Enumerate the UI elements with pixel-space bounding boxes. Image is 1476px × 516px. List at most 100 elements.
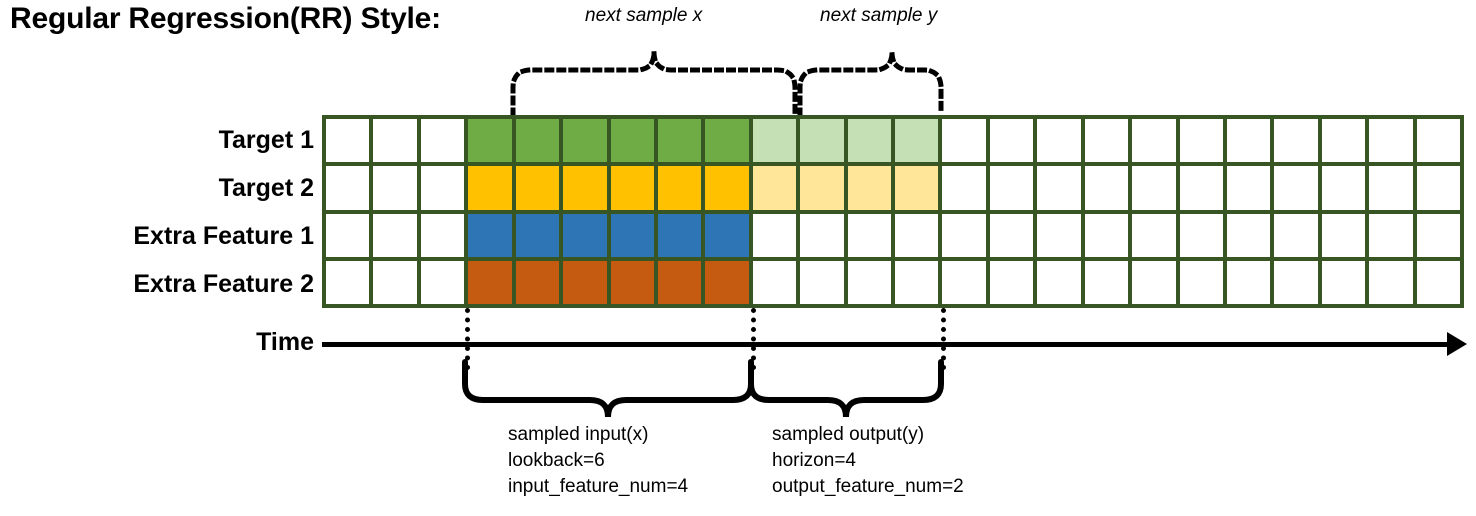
connector-input-end [751, 308, 756, 370]
brace-next-sample-x [510, 51, 798, 118]
grid-cell-extra-feature-1-21-empty [1321, 213, 1366, 257]
grid-cell-extra-feature-1-5-input [563, 213, 607, 257]
grid-cell-extra-feature-2-21-empty [1321, 260, 1366, 304]
grid-cell-extra-feature-2-6-input [610, 260, 654, 304]
grid-cell-extra-feature-1-6-input [610, 213, 654, 257]
grid-cell-extra-feature-1-20-empty [1274, 213, 1318, 257]
grid-row-extra-feature-2 [326, 260, 1461, 304]
grid-cell-extra-feature-2-13-empty [942, 260, 986, 304]
grid-cell-extra-feature-1-14-empty [989, 213, 1034, 257]
grid-cell-target-2-7-input [657, 166, 702, 210]
time-axis-line [322, 342, 1453, 347]
grid-cell-extra-feature-1-15-empty [1037, 213, 1081, 257]
grid-cell-target-1-19-empty [1227, 119, 1271, 163]
grid-cell-target-1-7-input [657, 119, 702, 163]
grid-cell-target-1-5-input [563, 119, 607, 163]
grid-cell-extra-feature-2-4-input [515, 260, 560, 304]
grid-cell-target-2-12-output [895, 166, 939, 210]
annotation-output-line2: horizon=4 [772, 450, 856, 472]
grid-cell-target-1-15-empty [1037, 119, 1081, 163]
row-label-extra-feature-1: Extra Feature 1 [133, 222, 314, 250]
grid-cell-extra-feature-2-1-empty [373, 260, 417, 304]
grid-cell-extra-feature-1-11-empty [847, 213, 892, 257]
row-label-target-1: Target 1 [218, 126, 314, 154]
grid-cell-target-1-3-input [468, 119, 512, 163]
grid-cell-target-1-13-empty [942, 119, 986, 163]
grid-cell-target-1-21-empty [1321, 119, 1366, 163]
grid-row-target-1 [326, 119, 1461, 163]
grid-cell-extra-feature-2-3-input [468, 260, 512, 304]
grid-cell-target-2-22-empty [1369, 166, 1413, 210]
grid-cell-extra-feature-2-9-empty [752, 260, 797, 304]
grid-cell-extra-feature-2-0-empty [326, 260, 370, 304]
annotation-output-line3: output_feature_num=2 [772, 476, 964, 498]
grid-cell-target-1-18-empty [1179, 119, 1224, 163]
grid-cell-target-2-10-output [800, 166, 844, 210]
grid-cell-extra-feature-2-20-empty [1274, 260, 1318, 304]
grid-cell-target-2-15-empty [1037, 166, 1081, 210]
grid-cell-extra-feature-2-16-empty [1084, 260, 1129, 304]
grid-cell-target-2-23-empty [1416, 166, 1461, 210]
grid-cell-target-1-0-empty [326, 119, 370, 163]
grid-cell-target-1-20-empty [1274, 119, 1318, 163]
grid-cell-target-1-2-empty [420, 119, 465, 163]
row-label-target-2: Target 2 [218, 174, 314, 202]
row-label-extra-feature-2: Extra Feature 2 [133, 270, 314, 298]
grid-cell-extra-feature-1-9-empty [752, 213, 797, 257]
grid-cell-target-2-19-empty [1227, 166, 1271, 210]
grid-cell-extra-feature-1-22-empty [1369, 213, 1413, 257]
grid-cell-extra-feature-2-23-empty [1416, 260, 1461, 304]
brace-sampled-output [748, 359, 944, 418]
grid-cell-target-2-1-empty [373, 166, 417, 210]
caption-next-sample-x: next sample x [585, 5, 703, 26]
grid-cell-target-1-1-empty [373, 119, 417, 163]
annotation-input-line1: sampled input(x) [508, 424, 649, 445]
grid-cell-extra-feature-1-8-input [705, 213, 749, 257]
grid-cell-extra-feature-1-23-empty [1416, 213, 1461, 257]
annotation-input-line3: input_feature_num=4 [508, 476, 689, 498]
grid-cell-target-2-21-empty [1321, 166, 1366, 210]
grid-cell-target-2-5-input [563, 166, 607, 210]
grid-cell-target-2-0-empty [326, 166, 370, 210]
brace-sampled-input [462, 359, 754, 418]
grid-cell-target-2-8-input [705, 166, 749, 210]
grid-cell-extra-feature-1-3-input [468, 213, 512, 257]
grid-cell-extra-feature-1-17-empty [1132, 213, 1176, 257]
grid-cell-target-1-16-empty [1084, 119, 1129, 163]
grid-cell-extra-feature-1-4-input [515, 213, 560, 257]
grid-cell-target-2-3-input [468, 166, 512, 210]
grid-cell-extra-feature-2-15-empty [1037, 260, 1081, 304]
grid-cell-target-1-9-output [752, 119, 797, 163]
annotation-output-line1: sampled output(y) [772, 424, 925, 445]
grid-cell-target-2-17-empty [1132, 166, 1176, 210]
grid-cell-target-2-6-input [610, 166, 654, 210]
connector-output-end [941, 308, 946, 370]
grid-cell-target-2-11-output [847, 166, 892, 210]
grid-cell-extra-feature-1-12-empty [895, 213, 939, 257]
grid-cell-extra-feature-2-17-empty [1132, 260, 1176, 304]
grid-cell-target-1-6-input [610, 119, 654, 163]
grid-cell-extra-feature-1-7-input [657, 213, 702, 257]
grid-cell-target-1-17-empty [1132, 119, 1176, 163]
grid-cell-target-2-14-empty [989, 166, 1034, 210]
annotation-sampled-output: sampled output(y) horizon=4 output_featu… [772, 422, 964, 501]
grid-cell-extra-feature-2-2-empty [420, 260, 465, 304]
grid-cell-extra-feature-1-13-empty [942, 213, 986, 257]
page-title: Regular Regression(RR) Style: [10, 2, 441, 35]
grid-row-extra-feature-1 [326, 213, 1461, 257]
grid-cell-target-2-9-output [752, 166, 797, 210]
time-axis-arrow-icon [1447, 332, 1467, 356]
grid-cell-extra-feature-2-10-empty [800, 260, 844, 304]
grid-cell-extra-feature-2-5-input [563, 260, 607, 304]
grid-cell-target-1-23-empty [1416, 119, 1461, 163]
grid-cell-target-1-4-input [515, 119, 560, 163]
grid-cell-extra-feature-2-14-empty [989, 260, 1034, 304]
grid-cell-target-1-11-output [847, 119, 892, 163]
caption-next-sample-y: next sample y [820, 5, 938, 26]
grid-cell-extra-feature-1-19-empty [1227, 213, 1271, 257]
grid-cell-extra-feature-2-7-input [657, 260, 702, 304]
grid-cell-extra-feature-1-0-empty [326, 213, 370, 257]
grid-cell-extra-feature-2-19-empty [1227, 260, 1271, 304]
annotation-sampled-input: sampled input(x) lookback=6 input_featur… [508, 422, 688, 501]
